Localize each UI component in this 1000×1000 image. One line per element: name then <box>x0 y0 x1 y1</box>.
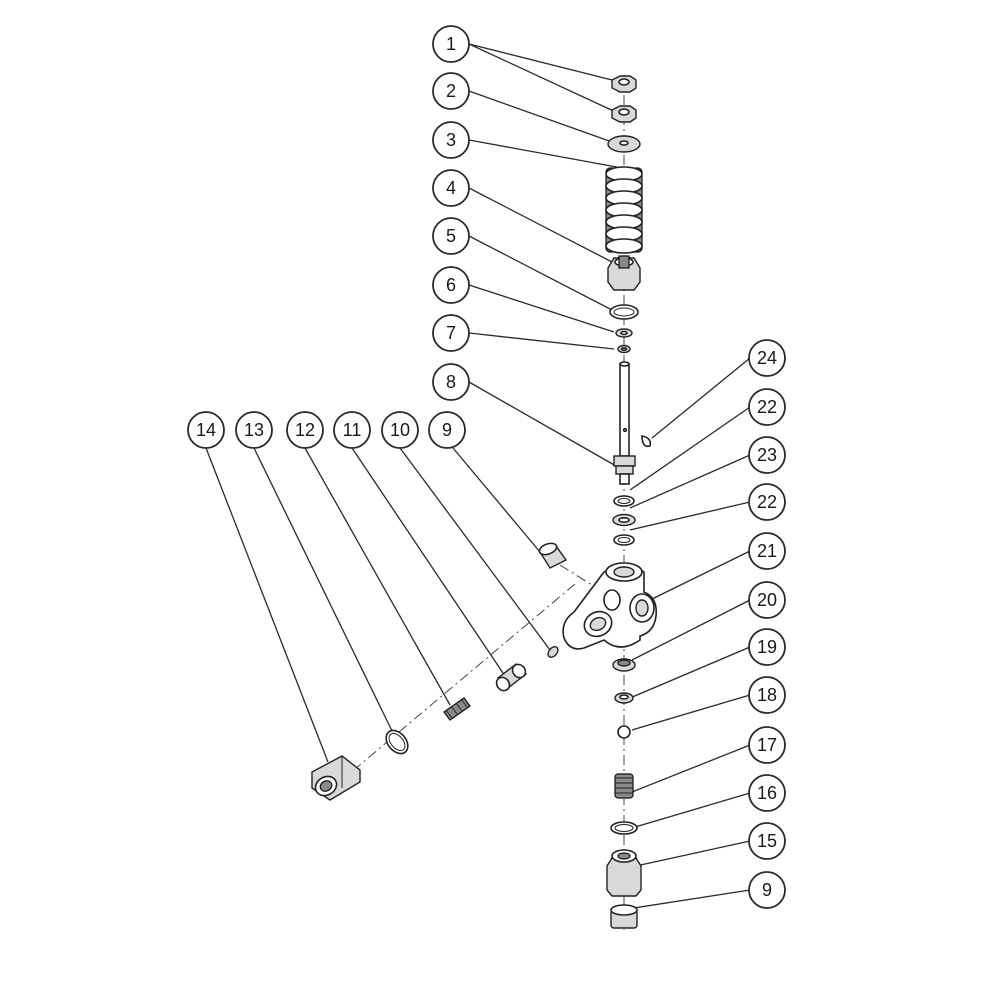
callout-9-bottom: 9 <box>748 871 786 909</box>
callout-12-label: 12 <box>295 420 315 440</box>
part-o-ring-22-upper <box>613 495 635 507</box>
callout-19-label: 19 <box>757 637 777 657</box>
callout-24-label: 24 <box>757 348 777 368</box>
callout-8: 8 <box>432 363 470 401</box>
callout-13-label: 13 <box>244 420 264 440</box>
callout-22-lower: 22 <box>748 483 786 521</box>
callout-10: 10 <box>381 411 419 449</box>
callout-24: 24 <box>748 339 786 377</box>
part-small-ring-10 <box>547 646 559 658</box>
part-seat-20 <box>612 658 636 672</box>
callout-16: 16 <box>748 774 786 812</box>
callout-7: 7 <box>432 314 470 352</box>
part-o-ring-22-lower <box>613 534 635 546</box>
callout-6: 6 <box>432 266 470 304</box>
callout-2: 2 <box>432 72 470 110</box>
part-cap-bottom <box>610 904 638 929</box>
callout-22-upper-label: 22 <box>757 397 777 417</box>
callout-6-label: 6 <box>446 275 456 295</box>
callout-14: 14 <box>187 411 225 449</box>
part-o-ring-13 <box>385 729 409 755</box>
callout-8-label: 8 <box>446 372 456 392</box>
callout-9-label: 9 <box>442 420 452 440</box>
part-washer <box>607 135 641 153</box>
callout-3: 3 <box>432 121 470 159</box>
part-nut-top <box>611 75 637 93</box>
part-plug <box>606 849 642 897</box>
part-valve-seat <box>495 663 528 692</box>
part-ball <box>617 725 631 739</box>
callout-11: 11 <box>333 411 371 449</box>
part-retaining-clip <box>641 435 652 448</box>
callout-16-label: 16 <box>757 783 777 803</box>
part-nut-second <box>611 105 637 123</box>
part-o-ring-16 <box>610 821 638 835</box>
callout-3-label: 3 <box>446 130 456 150</box>
part-cap-left <box>538 542 568 569</box>
part-valve-body <box>562 562 658 650</box>
leader-lines <box>205 43 751 909</box>
callout-1: 1 <box>432 25 470 63</box>
callout-17: 17 <box>748 726 786 764</box>
callout-5: 5 <box>432 217 470 255</box>
part-spring-lower <box>614 773 634 799</box>
callout-14-label: 14 <box>196 420 216 440</box>
callout-9-bottom-label: 9 <box>762 880 772 900</box>
callout-20: 20 <box>748 581 786 619</box>
callout-10-label: 10 <box>390 420 410 440</box>
callout-23-label: 23 <box>757 445 777 465</box>
callout-18: 18 <box>748 676 786 714</box>
callout-21: 21 <box>748 532 786 570</box>
callout-17-label: 17 <box>757 735 777 755</box>
callout-21-label: 21 <box>757 541 777 561</box>
callout-11-label: 11 <box>343 420 362 440</box>
callout-22-upper: 22 <box>748 388 786 426</box>
part-spring-seat <box>607 255 641 291</box>
callout-4: 4 <box>432 169 470 207</box>
assembly-axes <box>329 75 625 930</box>
callout-15: 15 <box>748 822 786 860</box>
part-small-o-ring <box>617 344 631 354</box>
part-spring-large <box>605 166 643 254</box>
callout-13: 13 <box>235 411 273 449</box>
callout-2-label: 2 <box>446 81 456 101</box>
part-hex-fitting <box>311 755 361 801</box>
part-ring-19 <box>614 692 634 704</box>
callout-1-label: 1 <box>446 34 456 54</box>
part-spring-small <box>443 697 471 721</box>
callout-18-label: 18 <box>757 685 777 705</box>
callout-12: 12 <box>286 411 324 449</box>
callout-9: 9 <box>428 411 466 449</box>
callout-5-label: 5 <box>446 226 456 246</box>
callout-15-label: 15 <box>757 831 777 851</box>
callout-4-label: 4 <box>446 178 456 198</box>
callout-22-lower-label: 22 <box>757 492 777 512</box>
callout-19: 19 <box>748 628 786 666</box>
part-piston-stem <box>613 361 636 485</box>
callout-23: 23 <box>748 436 786 474</box>
part-backup-ring-23 <box>612 513 636 527</box>
callout-20-label: 20 <box>757 590 777 610</box>
callout-7-label: 7 <box>446 323 456 343</box>
part-o-ring-upper <box>609 304 639 320</box>
part-backup-ring <box>615 328 633 338</box>
